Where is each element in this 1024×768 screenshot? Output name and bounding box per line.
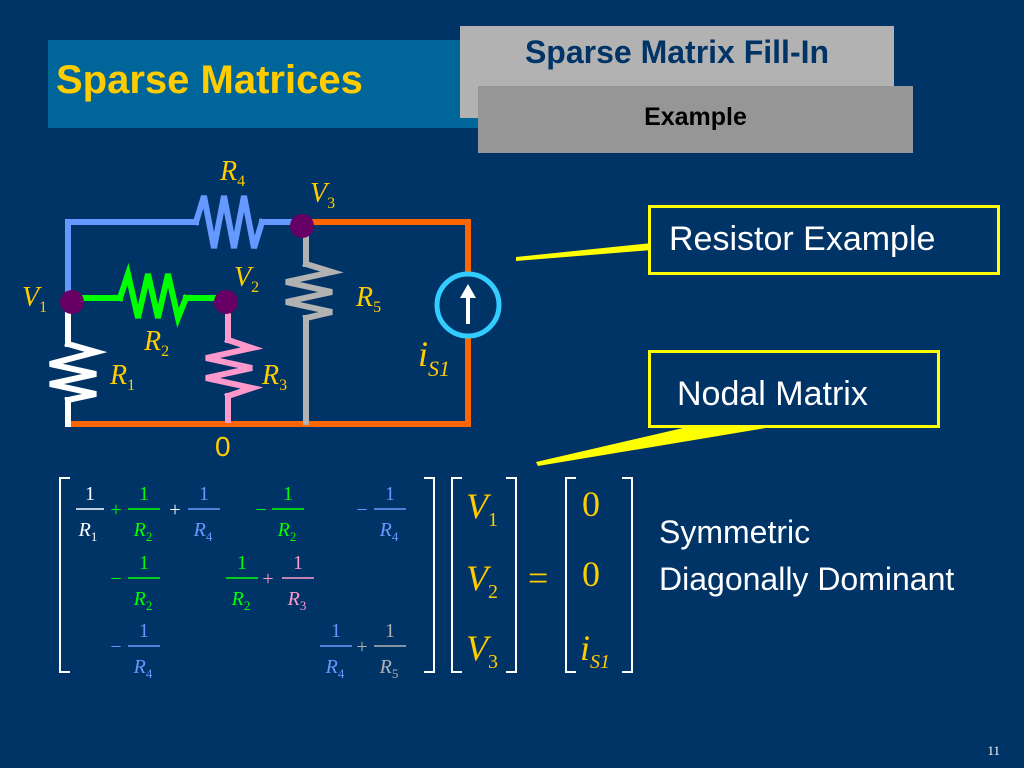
slide-title: Sparse Matrices [56,58,363,102]
label-r5: R5 [355,282,381,316]
op-minus: − [356,499,367,521]
slide-subtitle: Sparse Matrix Fill-In [524,34,830,70]
num-1: 1 [85,483,95,505]
num-1: 1 [283,483,293,505]
den-r2: R2 [277,519,297,544]
wire-r4-left [65,219,199,303]
label-v3: V3 [310,178,335,212]
resistor-r4 [192,195,266,249]
op-plus: + [262,568,273,590]
op-minus: − [255,499,266,521]
num-1: 1 [385,620,395,642]
label-source: iS1 [418,334,450,381]
node-v1 [60,290,84,314]
num-1: 1 [139,620,149,642]
vector-v3: V3 [466,628,498,673]
num-1: 1 [331,620,341,642]
rhs-source: iS1 [580,628,610,673]
vector-v1: V1 [466,486,498,531]
num-1: 1 [237,552,247,574]
note-diagonally-dominant: Diagonally Dominant [659,561,955,597]
page-number: 11 [987,743,1000,758]
matrix-bracket-right [424,477,435,673]
title-banner [48,40,488,128]
op-minus: − [110,636,121,658]
den-r4: R4 [133,656,153,681]
den-r2: R2 [231,588,251,613]
rhs-bracket-left [565,477,576,673]
label-r2: R2 [143,326,169,360]
label-r4: R4 [219,156,245,190]
num-1: 1 [385,483,395,505]
vector-bracket-left [451,477,462,673]
den-r4: R4 [379,519,399,544]
num-1: 1 [139,552,149,574]
resistor-r5 [285,260,344,322]
section-banner [478,86,913,153]
section-label: Example [644,103,747,131]
den-r1: R1 [78,519,98,544]
resistor-r2 [116,262,190,329]
callout-pointer-resistor [516,243,652,261]
num-1: 1 [199,483,209,505]
num-1: 1 [293,552,303,574]
callout-resistor-example: Resistor Example [648,205,1000,275]
vector-bracket-right [506,477,517,673]
label-r1: R1 [109,360,135,394]
den-r2: R2 [133,588,153,613]
den-r2: R2 [133,519,153,544]
op-plus: + [356,636,367,658]
label-v2: V2 [234,262,259,296]
matrix-bracket-left [59,477,70,673]
node-v3 [290,214,314,238]
rhs-zero-1: 0 [582,484,600,524]
label-r3: R3 [261,360,287,394]
note-symmetric: Symmetric [659,514,811,550]
den-r4: R4 [193,519,213,544]
resistor-r3 [205,336,264,400]
rhs-bracket-right [622,477,633,673]
den-r5: R5 [379,656,399,681]
equals-sign: = [528,558,548,598]
den-r4: R4 [325,656,345,681]
op-plus: + [110,499,121,521]
wire-top-right [299,219,471,427]
label-v1: V1 [22,282,47,316]
resistor-r1 [49,340,108,404]
vector-v2: V2 [466,558,498,603]
current-arrow-head-icon [460,284,476,298]
rhs-zero-2: 0 [582,554,600,594]
node-v2 [214,290,238,314]
op-plus: + [169,499,180,521]
op-minus: − [110,568,121,590]
callout-pointer-matrix [536,425,772,466]
label-ground-node: 0 [215,431,231,462]
callout-nodal-matrix: Nodal Matrix [648,350,940,428]
num-1: 1 [139,483,149,505]
den-r3: R3 [287,588,307,613]
